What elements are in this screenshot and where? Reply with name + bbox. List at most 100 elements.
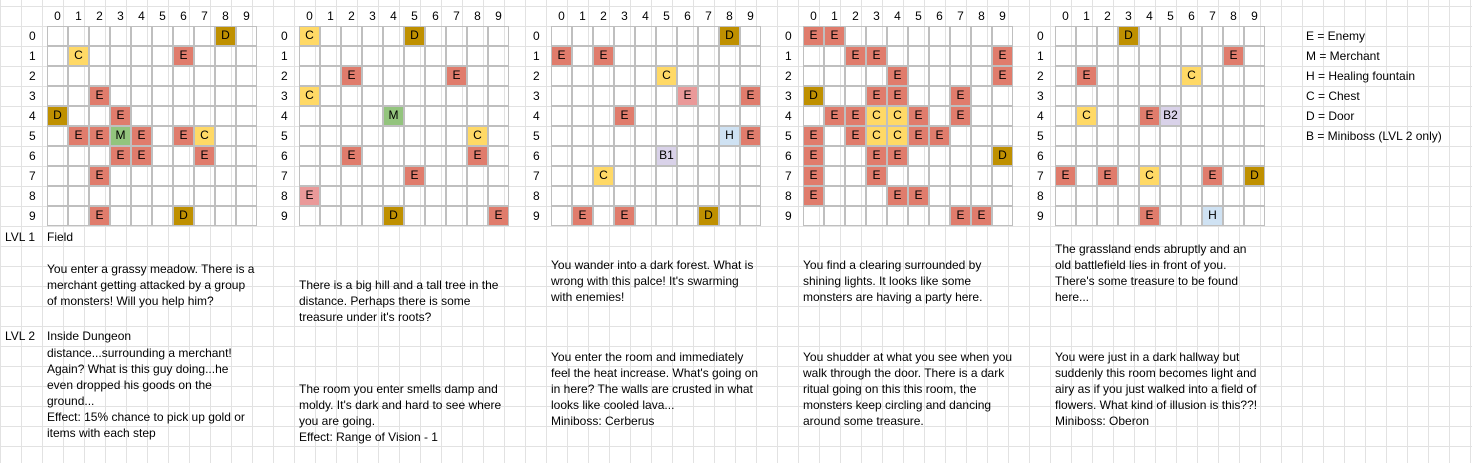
grid-cell-empty[interactable] bbox=[47, 66, 68, 86]
grid-cell-empty[interactable] bbox=[488, 166, 509, 186]
grid-cell-empty[interactable] bbox=[740, 206, 761, 226]
grid-cell-empty[interactable] bbox=[950, 26, 971, 46]
grid-cell-empty[interactable] bbox=[635, 66, 656, 86]
grid-cell-empty[interactable] bbox=[866, 186, 887, 206]
grid-cell-e[interactable]: E bbox=[89, 126, 110, 146]
row-header[interactable]: 8 bbox=[785, 189, 792, 203]
column-header[interactable]: 9 bbox=[243, 9, 250, 23]
grid-cell-empty[interactable] bbox=[971, 186, 992, 206]
level1-room2-text[interactable]: There is a big hill and a tall tree in t… bbox=[299, 278, 499, 324]
grid-cell-empty[interactable] bbox=[866, 66, 887, 86]
grid-cell-e[interactable]: E bbox=[887, 186, 908, 206]
grid-cell-e[interactable]: E bbox=[1139, 206, 1160, 226]
grid-cell-e[interactable]: E bbox=[992, 46, 1013, 66]
grid-cell-empty[interactable] bbox=[1160, 26, 1181, 46]
grid-cell-empty[interactable] bbox=[572, 146, 593, 166]
column-header[interactable]: 6 bbox=[936, 9, 943, 23]
grid-cell-empty[interactable] bbox=[1244, 86, 1265, 106]
grid-cell-empty[interactable] bbox=[425, 186, 446, 206]
grid-cell-e[interactable]: E bbox=[866, 86, 887, 106]
grid-cell-empty[interactable] bbox=[383, 186, 404, 206]
grid-cell-empty[interactable] bbox=[992, 126, 1013, 146]
grid-cell-e[interactable]: E bbox=[971, 206, 992, 226]
legend-chest[interactable]: C = Chest bbox=[1306, 89, 1360, 103]
grid-cell-empty[interactable] bbox=[1223, 146, 1244, 166]
grid-cell-e[interactable]: E bbox=[866, 166, 887, 186]
grid-cell-empty[interactable] bbox=[110, 186, 131, 206]
grid-cell-empty[interactable] bbox=[1097, 26, 1118, 46]
grid-cell-d[interactable]: D bbox=[698, 206, 719, 226]
grid-cell-empty[interactable] bbox=[1097, 106, 1118, 126]
level1-room1-text[interactable]: You enter a grassy meadow. There is a me… bbox=[47, 262, 255, 308]
row-header[interactable]: 0 bbox=[281, 29, 288, 43]
grid-cell-empty[interactable] bbox=[971, 46, 992, 66]
grid-cell-empty[interactable] bbox=[551, 166, 572, 186]
grid-cell-e[interactable]: E bbox=[1097, 166, 1118, 186]
grid-cell-empty[interactable] bbox=[572, 186, 593, 206]
grid-cell-empty[interactable] bbox=[824, 126, 845, 146]
grid-cell-empty[interactable] bbox=[1160, 166, 1181, 186]
grid-cell-empty[interactable] bbox=[446, 86, 467, 106]
grid-cell-empty[interactable] bbox=[383, 46, 404, 66]
grid-cell-empty[interactable] bbox=[929, 46, 950, 66]
row-header[interactable]: 6 bbox=[1037, 149, 1044, 163]
grid-cell-empty[interactable] bbox=[1244, 46, 1265, 66]
grid-cell-empty[interactable] bbox=[446, 106, 467, 126]
grid-cell-empty[interactable] bbox=[488, 46, 509, 66]
grid-cell-empty[interactable] bbox=[1244, 186, 1265, 206]
grid-cell-empty[interactable] bbox=[803, 66, 824, 86]
level2-room2-text[interactable]: The room you enter smells damp and moldy… bbox=[299, 382, 502, 444]
row-header[interactable]: 9 bbox=[533, 209, 540, 223]
grid-cell-empty[interactable] bbox=[320, 66, 341, 86]
grid-cell-empty[interactable] bbox=[341, 206, 362, 226]
grid-cell-empty[interactable] bbox=[488, 86, 509, 106]
row-header[interactable]: 3 bbox=[29, 89, 36, 103]
grid-cell-empty[interactable] bbox=[131, 166, 152, 186]
grid-cell-e[interactable]: E bbox=[908, 126, 929, 146]
grid-cell-empty[interactable] bbox=[446, 166, 467, 186]
level2-room5-text[interactable]: You were just in a dark hallway but sudd… bbox=[1055, 350, 1258, 428]
grid-cell-empty[interactable] bbox=[1118, 166, 1139, 186]
grid-cell-empty[interactable] bbox=[635, 186, 656, 206]
grid-cell-empty[interactable] bbox=[1076, 46, 1097, 66]
grid-cell-empty[interactable] bbox=[383, 146, 404, 166]
grid-cell-empty[interactable] bbox=[341, 26, 362, 46]
grid-cell-empty[interactable] bbox=[299, 66, 320, 86]
column-header[interactable]: 2 bbox=[96, 9, 103, 23]
grid-cell-e[interactable]: E bbox=[593, 46, 614, 66]
grid-cell-empty[interactable] bbox=[887, 26, 908, 46]
grid-cell-empty[interactable] bbox=[404, 126, 425, 146]
row-header[interactable]: 0 bbox=[785, 29, 792, 43]
row-header[interactable]: 4 bbox=[29, 109, 36, 123]
row-header[interactable]: 0 bbox=[1037, 29, 1044, 43]
grid-cell-e[interactable]: E bbox=[677, 86, 698, 106]
column-header[interactable]: 7 bbox=[1209, 9, 1216, 23]
column-header[interactable]: 8 bbox=[978, 9, 985, 23]
grid-cell-empty[interactable] bbox=[1160, 206, 1181, 226]
grid-cell-empty[interactable] bbox=[404, 86, 425, 106]
grid-cell-c[interactable]: C bbox=[887, 126, 908, 146]
column-header[interactable]: 3 bbox=[873, 9, 880, 23]
grid-cell-empty[interactable] bbox=[1244, 146, 1265, 166]
grid-cell-e[interactable]: E bbox=[803, 26, 824, 46]
grid-cell-d[interactable]: D bbox=[215, 26, 236, 46]
column-header[interactable]: 7 bbox=[453, 9, 460, 23]
grid-cell-empty[interactable] bbox=[1055, 206, 1076, 226]
grid-cell-empty[interactable] bbox=[677, 66, 698, 86]
grid-cell-empty[interactable] bbox=[1139, 186, 1160, 206]
grid-cell-empty[interactable] bbox=[446, 186, 467, 206]
grid-cell-empty[interactable] bbox=[677, 146, 698, 166]
grid-cell-empty[interactable] bbox=[47, 206, 68, 226]
grid-cell-e[interactable]: E bbox=[446, 66, 467, 86]
row-header[interactable]: 1 bbox=[785, 49, 792, 63]
grid-cell-empty[interactable] bbox=[152, 126, 173, 146]
row-header[interactable]: 0 bbox=[29, 29, 36, 43]
grid-cell-empty[interactable] bbox=[635, 86, 656, 106]
grid-cell-empty[interactable] bbox=[614, 86, 635, 106]
grid-cell-empty[interactable] bbox=[131, 186, 152, 206]
grid-cell-empty[interactable] bbox=[1160, 66, 1181, 86]
row-header[interactable]: 7 bbox=[785, 169, 792, 183]
grid-cell-empty[interactable] bbox=[656, 86, 677, 106]
grid-cell-empty[interactable] bbox=[173, 106, 194, 126]
column-header[interactable]: 8 bbox=[474, 9, 481, 23]
